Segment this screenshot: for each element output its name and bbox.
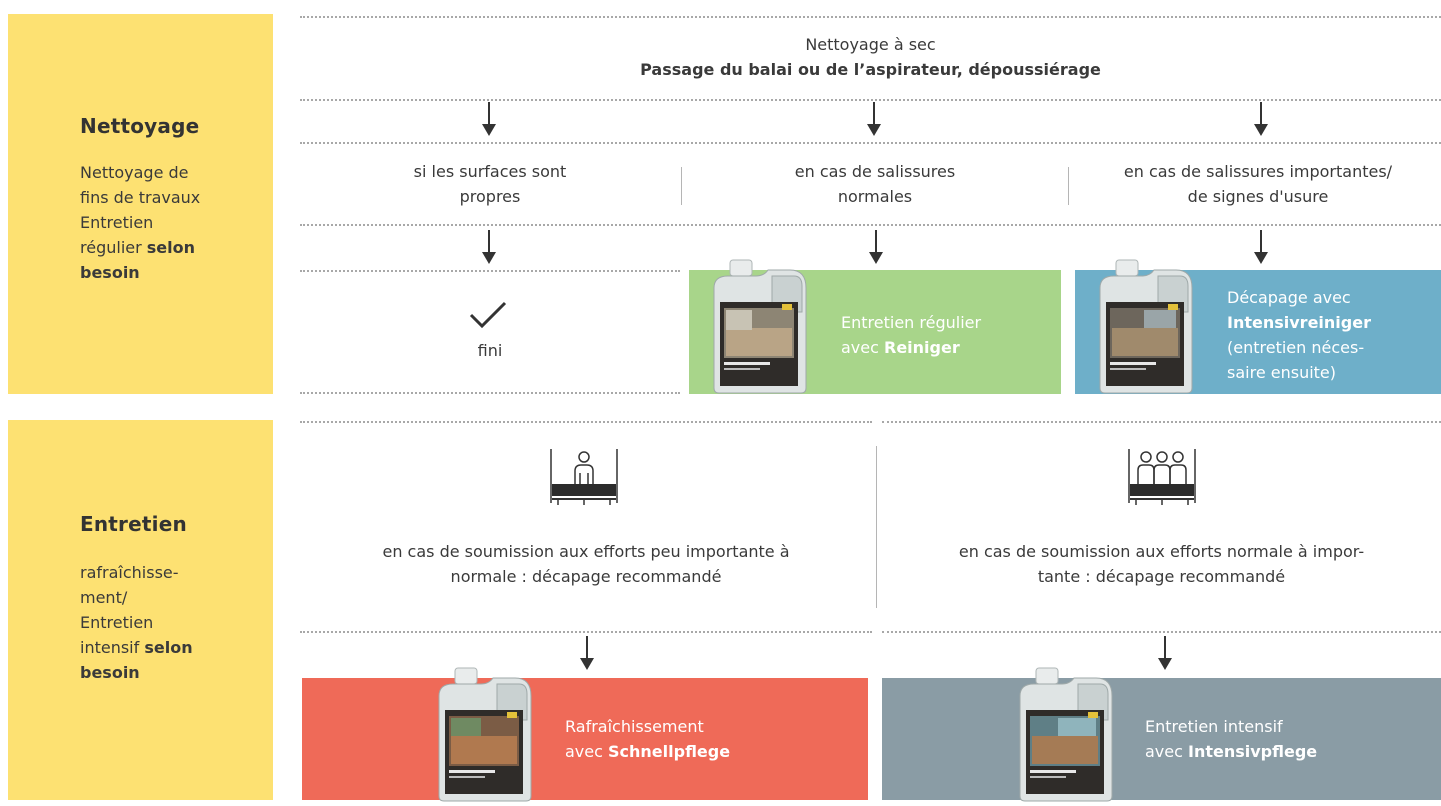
arrow-down-icon <box>869 230 883 266</box>
section-desc-maintenance: rafraîchisse- ment/ Entretien intensif s… <box>80 563 193 682</box>
condition-heavy-soiling: en cas de salissures importantes/ de sig… <box>1123 162 1393 206</box>
divider <box>876 446 877 608</box>
arrow-down-icon <box>482 230 496 266</box>
dry-cleaning-step: Nettoyage à sec Passage du balai ou de l… <box>640 35 1101 79</box>
arrow-down-icon <box>580 636 594 672</box>
sidebar-maintenance: Entretien rafraîchisse- ment/ Entretien … <box>8 420 273 800</box>
load-normal-high: en cas de soumission aux efforts normale… <box>958 542 1365 586</box>
product-box-intensivpflege <box>882 678 1441 800</box>
product-box-schnellpflege <box>302 678 868 800</box>
divider <box>300 142 1441 144</box>
divider <box>300 224 1441 226</box>
section-title-maintenance: Entretien <box>80 512 187 536</box>
arrow-down-icon <box>1254 230 1268 266</box>
divider <box>882 631 1441 633</box>
load-low-normal: en cas de soumission aux efforts peu imp… <box>382 542 790 586</box>
divider <box>300 392 680 394</box>
condition-clean: si les surfaces sont propres <box>413 162 567 206</box>
product-label-schnellpflege: Rafraîchissement avec Schnellpflege <box>565 717 731 761</box>
single-person-floor-icon <box>550 449 618 505</box>
care-jug-icon <box>438 667 532 802</box>
checkmark-icon <box>469 301 507 329</box>
divider <box>300 99 1441 101</box>
cleaner-jug-icon <box>1099 259 1193 394</box>
arrow-down-icon <box>1158 636 1172 672</box>
arrow-down-icon <box>867 102 881 138</box>
product-label-reiniger: Entretien régulier avec Reiniger <box>841 313 982 357</box>
cleaner-jug-icon <box>713 259 807 394</box>
divider <box>300 16 1441 18</box>
sidebar-cleaning: Nettoyage Nettoyage de fins de travaux E… <box>8 14 273 394</box>
arrow-down-icon <box>1254 102 1268 138</box>
done-label: fini <box>477 341 503 360</box>
divider <box>300 631 872 633</box>
divider <box>1068 167 1069 205</box>
divider <box>300 270 680 272</box>
section-desc-cleaning: Nettoyage de fins de travaux Entretien r… <box>80 163 201 282</box>
arrow-down-icon <box>482 102 496 138</box>
divider <box>882 421 1441 423</box>
section-title-cleaning: Nettoyage <box>80 114 200 138</box>
divider <box>300 421 872 423</box>
product-label-intensivreiniger: Décapage avec Intensivreiniger (entretie… <box>1227 288 1371 382</box>
care-jug-icon <box>1019 667 1113 802</box>
group-persons-floor-icon <box>1128 449 1196 505</box>
product-label-intensivpflege: Entretien intensif avec Intensivpflege <box>1145 717 1318 761</box>
divider <box>681 167 682 205</box>
condition-normal-soiling: en cas de salissures normales <box>794 162 956 206</box>
